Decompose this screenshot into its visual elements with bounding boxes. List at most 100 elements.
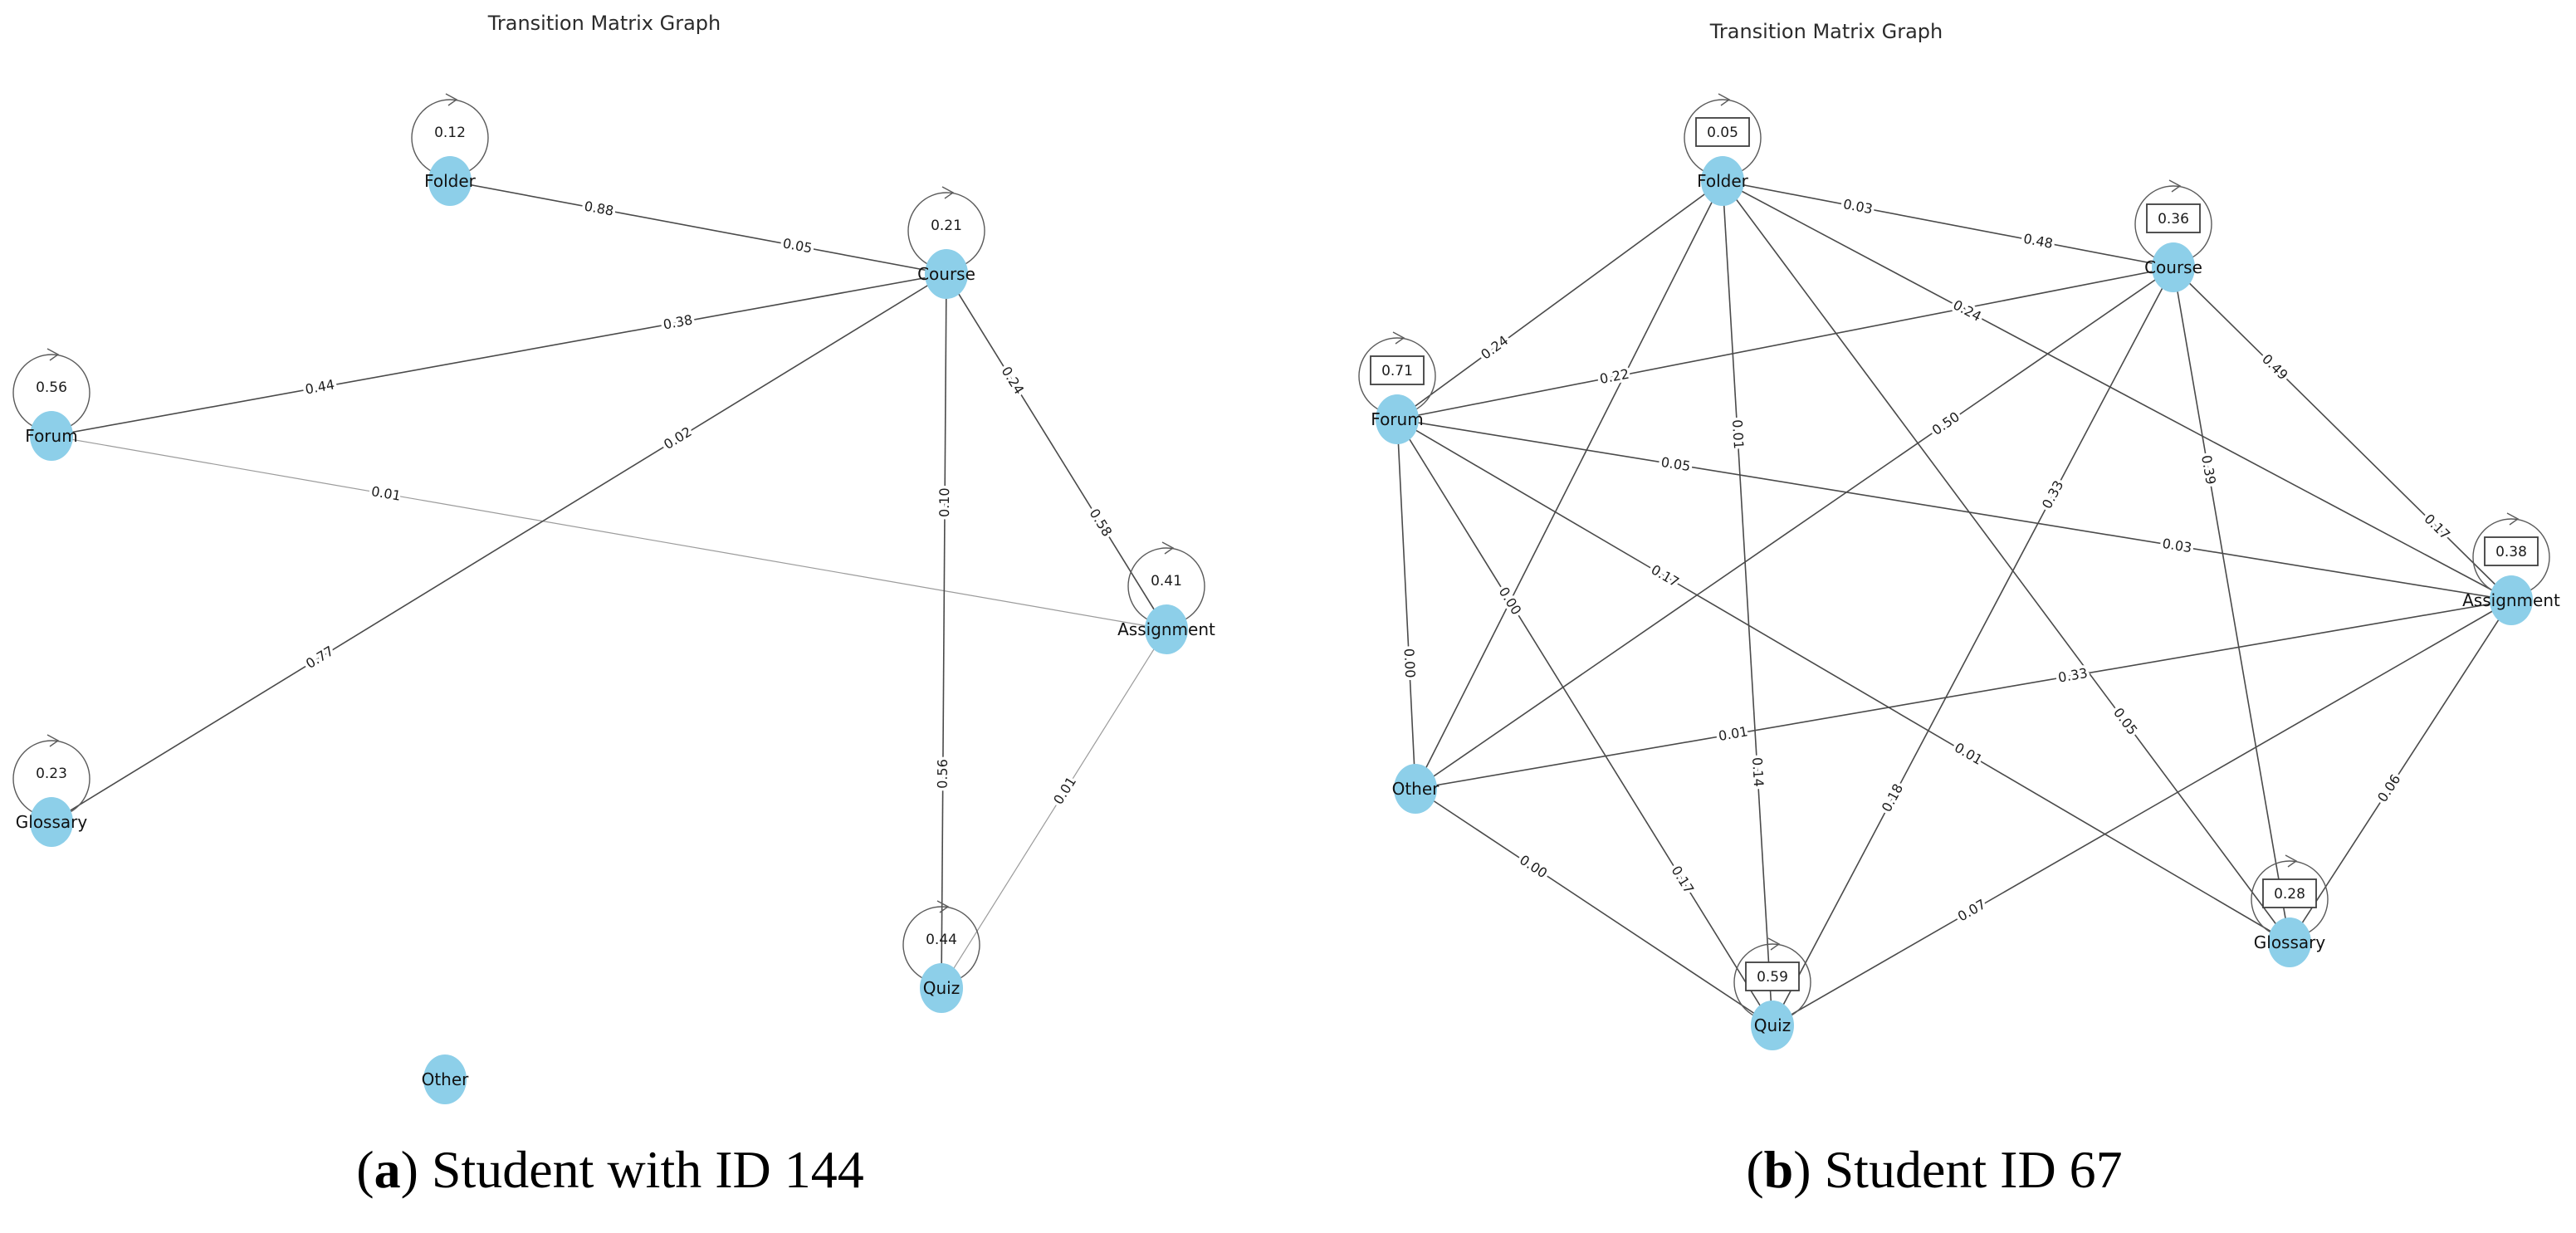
- edge-quiz-assignment: [941, 629, 1167, 989]
- edge-label-quiz-course: 0.33: [2039, 477, 2066, 511]
- self-loop-value-box-forum: [1370, 355, 1425, 385]
- caption-b-close: ): [1793, 1140, 1811, 1199]
- caption-a-close: ): [400, 1140, 418, 1199]
- edge-label-quiz-assignment: 0.01: [1050, 774, 1079, 807]
- self-loop-value-quiz: 0.44: [926, 932, 957, 948]
- self-loop-arrow-icon: [1161, 541, 1175, 555]
- node-label-forum: Forum: [25, 426, 77, 446]
- edge-label-course-assignment: 0.58: [1086, 506, 1115, 539]
- edge-label-other-assignment: 0.33: [2057, 665, 2089, 686]
- node-label-quiz: Quiz: [1754, 1015, 1791, 1035]
- node-label-folder: Folder: [424, 171, 477, 191]
- node-glossary: [2268, 917, 2311, 967]
- edge-course-glossary: [2173, 267, 2290, 943]
- edge-label-folder-course: 0.05: [781, 235, 814, 256]
- self-loop-value-glossary: 0.23: [36, 766, 67, 782]
- node-forum: [30, 411, 73, 461]
- panel-b-caption: (b) Student ID 67: [1746, 1139, 2122, 1201]
- edge-label-forum-course: 0.22: [1598, 366, 1630, 388]
- edge-label-forum-assignment: 0.05: [1659, 454, 1691, 474]
- edge-other-assignment: [1415, 599, 2512, 790]
- edge-forum-assignment: [1396, 418, 2512, 601]
- self-loop-value-box-quiz: [1745, 961, 1800, 991]
- node-label-course: Course: [917, 264, 975, 284]
- edge-label-quiz-assignment: 0.07: [1955, 896, 1988, 924]
- self-loop-value-assignment: 0.38: [2495, 544, 2527, 560]
- edge-label-other-quiz: 0.00: [1517, 852, 1550, 882]
- self-loop-value-folder: 0.05: [1707, 125, 1738, 141]
- edge-forum-glossary: [1396, 418, 2290, 943]
- self-loop-arrow-icon: [46, 348, 60, 361]
- edge-glossary-assignment: [2289, 599, 2512, 943]
- edge-quiz-course: [1772, 267, 2174, 1026]
- node-course: [925, 249, 968, 299]
- edge-label-forum-quiz: 0.17: [1668, 863, 1697, 896]
- edge-forum-other: [1396, 418, 1416, 790]
- edge-label-forum-quiz: 0.00: [1496, 585, 1525, 618]
- edge-label-forum-assignment: 0.03: [2161, 536, 2192, 555]
- self-loop-arrow-icon: [1718, 93, 1731, 106]
- node-label-glossary: Glossary: [16, 812, 88, 832]
- edge-quiz-assignment: [1772, 599, 2512, 1026]
- node-glossary: [30, 797, 73, 847]
- edge-label-folder-course: 0.03: [1842, 196, 1875, 217]
- self-loop-value-glossary: 0.28: [2274, 886, 2305, 903]
- edge-label-forum-other: 0.00: [1401, 648, 1419, 678]
- edge-label-glossary-course: 0.77: [303, 643, 336, 672]
- self-loop-value-course: 0.36: [2158, 211, 2189, 228]
- edge-label-other-course: 0.50: [1929, 409, 1963, 438]
- edge-label-forum-glossary: 0.17: [1649, 561, 1682, 590]
- edge-label-folder-quiz: 0.01: [1729, 419, 1747, 450]
- self-loop-arrow-icon: [445, 93, 458, 106]
- edge-other-quiz: [1415, 788, 1773, 1026]
- self-loop-value-box-glossary: [2262, 878, 2317, 908]
- graph-panel-a: 0.880.050.440.380.010.770.020.240.580.10…: [12, 93, 1215, 1104]
- node-label-forum: Forum: [1371, 409, 1423, 429]
- caption-b-text: Student ID 67: [1824, 1140, 2123, 1199]
- edge-label-glossary-course: 0.02: [661, 423, 694, 453]
- edge-forum-course: [51, 273, 947, 437]
- self-loop-arrow-icon: [941, 186, 955, 199]
- self-loop-arrow-icon: [2168, 179, 2182, 193]
- node-assignment: [2490, 575, 2533, 625]
- edge-folder-course: [449, 180, 947, 275]
- self-loop-value-course: 0.21: [931, 218, 962, 234]
- edge-label-folder-glossary: 0.05: [2110, 705, 2141, 738]
- self-loop-arrow-icon: [1767, 937, 1781, 951]
- edge-label-folder-assignment: 0.24: [1951, 296, 1984, 325]
- node-folder: [428, 156, 472, 206]
- self-loop-value-assignment: 0.41: [1151, 573, 1182, 590]
- self-loop-arrow-icon: [936, 900, 950, 913]
- edge-label-quiz-course: 0.18: [1879, 781, 1906, 815]
- self-loop-value-forum: 0.56: [36, 379, 67, 396]
- edge-label-forum-folder: 0.24: [1478, 332, 1511, 362]
- node-course: [2152, 242, 2195, 292]
- caption-b-open: (: [1746, 1140, 1764, 1199]
- self-loop-value-box-folder: [1695, 117, 1750, 147]
- edge-label-other-assignment: 0.01: [1718, 723, 1749, 744]
- transition-graphs-canvas: 0.880.050.440.380.010.770.020.240.580.10…: [12, 93, 2560, 1104]
- edge-glossary-course: [51, 273, 947, 823]
- panel-a-caption: (a) Student with ID 144: [356, 1139, 864, 1201]
- edge-label-course-glossary: 0.39: [2198, 454, 2219, 486]
- graph-panel-b: 0.03 0.48 0.24 0.22 0.05 0.03 0.17 0.01 0.00 0.17…: [1358, 93, 2560, 1050]
- node-label-other: Other: [1392, 779, 1440, 799]
- edge-course-assignment: [2173, 267, 2512, 601]
- edge-forum-course: [1396, 267, 2174, 420]
- caption-a-open: (: [356, 1140, 374, 1199]
- node-quiz: [1751, 1001, 1794, 1050]
- edge-label-forum-glossary: 0.01: [1952, 740, 1985, 768]
- node-quiz: [920, 963, 963, 1013]
- edge-label-forum-course: 0.44: [304, 376, 335, 397]
- edge-forum-folder: [1396, 180, 1723, 420]
- node-label-assignment: Assignment: [2462, 590, 2560, 610]
- edge-folder-quiz: [1722, 180, 1773, 1026]
- node-label-course: Course: [2144, 257, 2202, 277]
- node-other: [423, 1054, 467, 1104]
- edge-label-course-assignment: 0.24: [998, 364, 1027, 397]
- node-label-other: Other: [422, 1069, 470, 1089]
- self-loop-arrow-icon: [2506, 512, 2520, 526]
- edge-label-course-quiz: 0.10: [936, 487, 952, 517]
- edge-folder-other: [1415, 180, 1723, 790]
- edge-label-folder-course: 0.48: [2022, 231, 2055, 252]
